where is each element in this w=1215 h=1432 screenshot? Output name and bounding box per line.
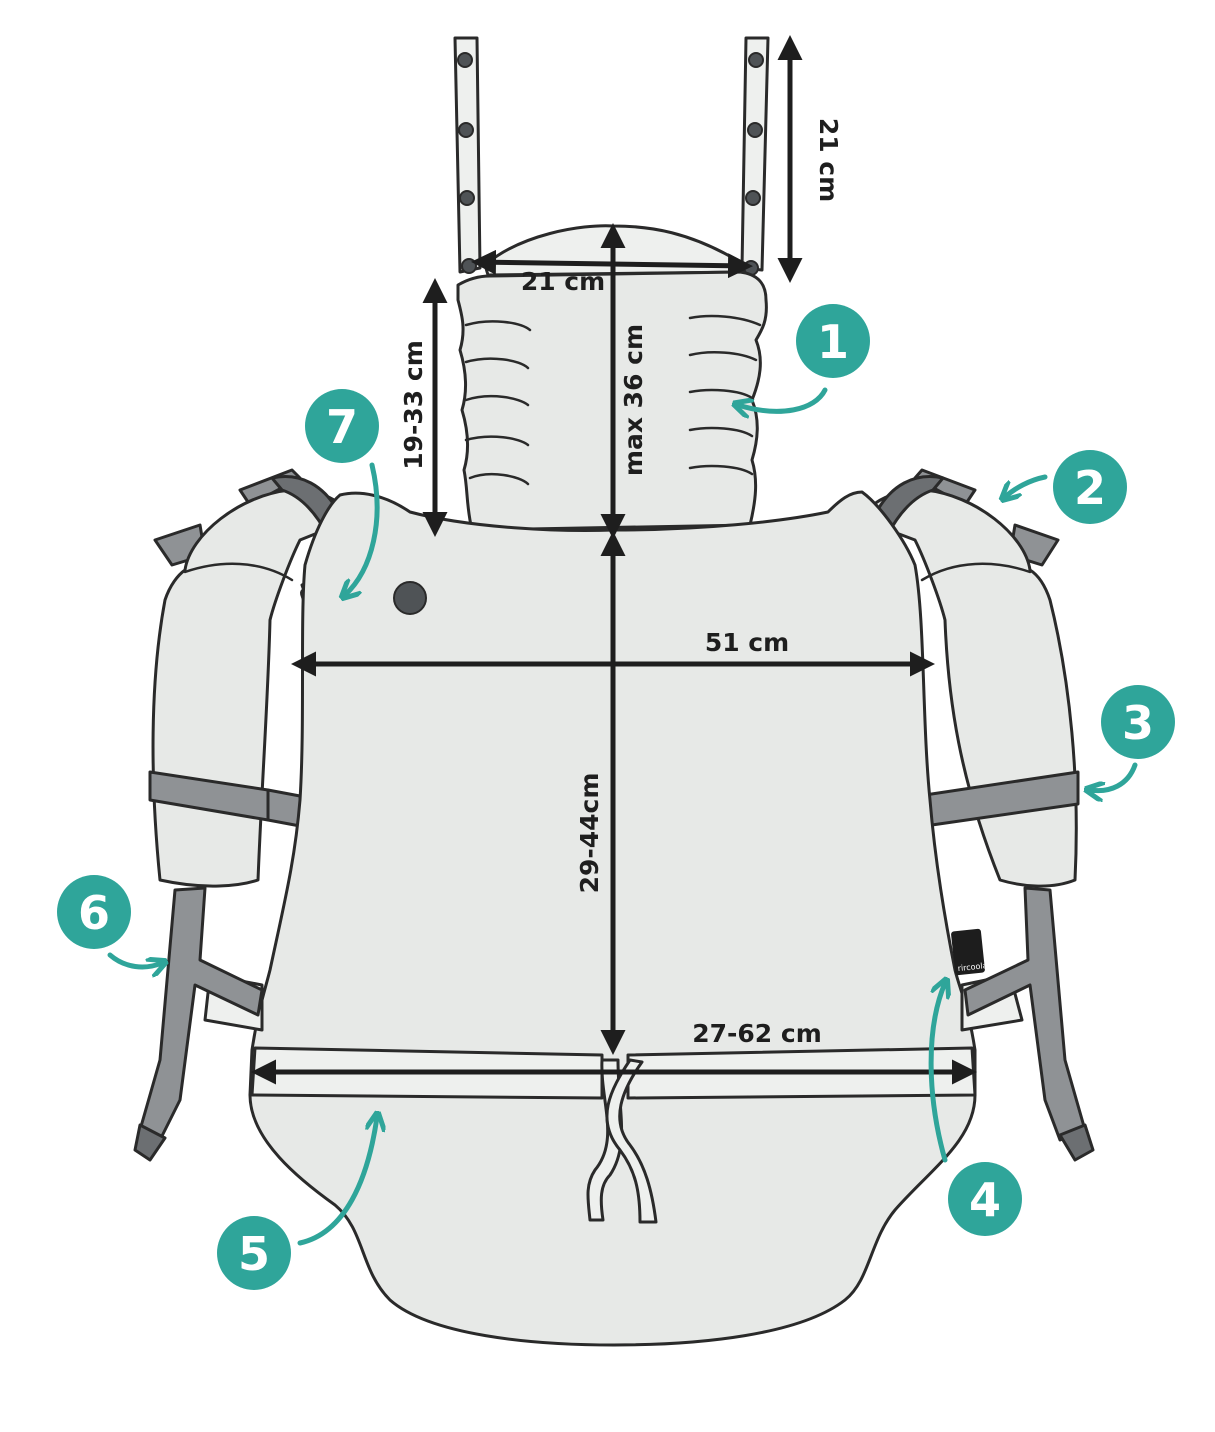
headrest-height-label: 19-33 cm <box>399 340 428 470</box>
snap-button <box>458 122 474 138</box>
snap-button <box>747 122 763 138</box>
callout-arrow <box>107 952 162 967</box>
snap-button <box>457 52 473 68</box>
dimension-seat-width: 27-62 cm <box>251 1019 977 1085</box>
headrest-max-label: max 36 cm <box>619 324 648 476</box>
headrest-width-label: 21 cm <box>521 267 605 296</box>
callout-number: 2 <box>1074 461 1106 515</box>
callout-7: 7 <box>305 389 380 595</box>
callout-arrow <box>297 1117 377 1246</box>
brand-label: rircoola <box>957 961 988 973</box>
seat-width-label: 27-62 cm <box>692 1019 822 1048</box>
waist-strap-left <box>133 886 264 1162</box>
dimension-panel-height: 29-44cm <box>575 531 626 1055</box>
callout-3: 3 <box>1090 685 1175 791</box>
callout-arrow <box>1090 762 1138 791</box>
strap-length-label: 21 cm <box>814 118 843 202</box>
snap-button <box>748 52 764 68</box>
callout-arrow <box>738 387 828 411</box>
callout-number: 4 <box>969 1173 1001 1227</box>
snap-button <box>461 258 477 274</box>
callout-arrow <box>345 462 380 595</box>
snap-button <box>459 190 475 206</box>
callout-2: 2 <box>1005 450 1127 524</box>
dimension-headrest-height: 19-33 cm <box>399 278 448 537</box>
callout-6: 6 <box>57 875 162 967</box>
callout-number: 1 <box>817 315 849 369</box>
callout-number: 5 <box>238 1227 270 1281</box>
panel-height-label: 29-44cm <box>575 773 604 894</box>
drawstring <box>586 1058 658 1224</box>
waist-strap-right <box>960 886 1095 1162</box>
hood-strap-left <box>453 36 482 274</box>
callout-number: 3 <box>1122 696 1154 750</box>
callout-1: 1 <box>738 304 870 411</box>
callout-arrow <box>928 983 945 1163</box>
brand-tag: rircoola <box>951 928 988 976</box>
callout-arrow <box>1005 474 1048 497</box>
dimension-headrest-max: max 36 cm <box>600 223 648 539</box>
hood-strap-right <box>740 36 770 276</box>
callout-number: 7 <box>326 400 358 454</box>
callout-5: 5 <box>217 1117 377 1290</box>
snap-button <box>745 190 761 206</box>
callout-4: 4 <box>928 983 1022 1236</box>
panel-width-label: 51 cm <box>705 628 789 657</box>
snap-button <box>393 581 427 615</box>
dimension-strap-length: 21 cm <box>777 35 843 283</box>
callout-number: 6 <box>78 886 110 940</box>
